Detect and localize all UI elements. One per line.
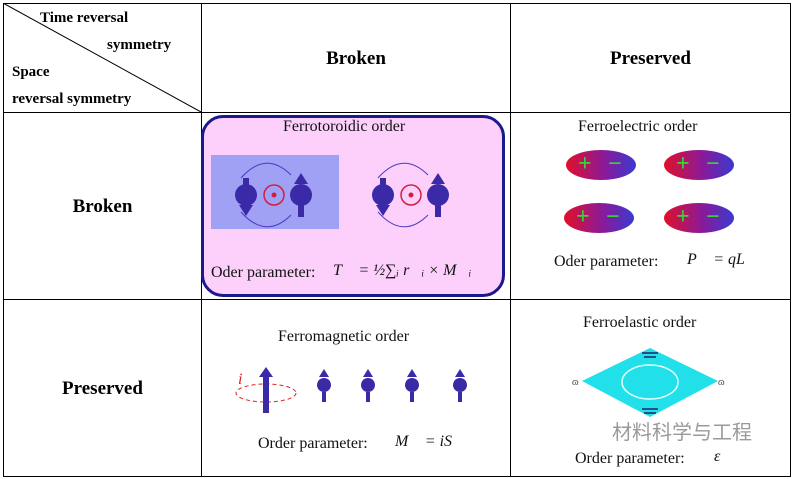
table-border: [3, 476, 790, 477]
row-header-preserved: Preserved: [62, 378, 143, 399]
table-border: [790, 3, 791, 477]
toroidal-spin-pair-icon: [235, 162, 450, 228]
ferroelectric-formula: P⃗ = qL⃗: [687, 251, 758, 268]
dipole: +−: [564, 203, 634, 233]
diagonal-divider: [3, 3, 201, 112]
dipole: +−: [566, 150, 636, 180]
ferrotoroidic-formula: T⃗ = ½∑ᵢ r⃗ᵢ × M⃗ᵢ: [333, 262, 472, 279]
ferroelastic-formula: ε: [714, 448, 721, 465]
ferroelastic-title: Ferroelastic order: [583, 314, 697, 331]
svg-text:ɷ: ɷ: [572, 377, 579, 388]
ferroelastic-param-label: Order parameter:: [575, 450, 685, 467]
header-space: Space: [12, 64, 50, 80]
ferromagnetic-title: Ferromagnetic order: [278, 328, 410, 345]
ferromagnetic-formula: M⃗ = iS⃗: [395, 433, 465, 450]
ferroelectric-title: Ferroelectric order: [578, 118, 698, 135]
column-header-broken: Broken: [326, 48, 386, 69]
dipole: +−: [664, 203, 734, 233]
table-border: [3, 3, 4, 477]
header-space-reversal: reversal symmetry: [12, 91, 132, 107]
dipole: +−: [664, 150, 734, 180]
svg-text:ɷ: ɷ: [718, 377, 725, 388]
ferroelectric-param-label: Oder parameter:: [554, 253, 659, 270]
table-border: [3, 112, 790, 113]
header-time-reversal: Time reversal: [40, 10, 129, 26]
table-border: [3, 299, 790, 300]
watermark: 材料科学与工程: [612, 420, 752, 444]
table-border: [510, 3, 511, 477]
header-symmetry: symmetry: [107, 37, 172, 53]
current-label: i: [238, 371, 243, 388]
ferromagnetic-param-label: Order parameter:: [258, 435, 368, 452]
aligned-spins-icon: [235, 367, 467, 413]
row-header-broken: Broken: [72, 196, 133, 217]
toroid-highlight: [211, 155, 339, 229]
ferrotoroidic-param-label: Oder parameter:: [211, 264, 316, 281]
ferrotoroidic-title: Ferrotoroidic order: [283, 118, 406, 135]
table-border: [3, 3, 790, 4]
column-header-preserved: Preserved: [610, 48, 691, 69]
